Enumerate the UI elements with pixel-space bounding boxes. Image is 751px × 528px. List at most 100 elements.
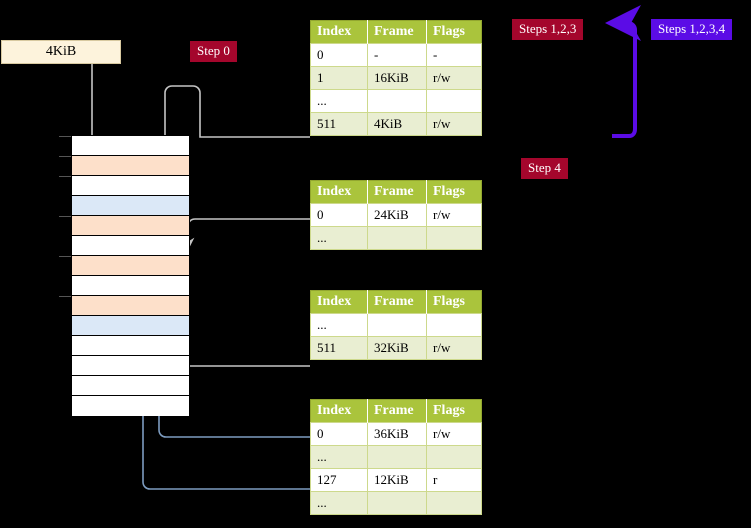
- memory-column: [71, 135, 190, 416]
- table-row: 1 16KiB r/w: [310, 66, 482, 90]
- cell-index: 127: [310, 468, 368, 492]
- cell-frame: [367, 491, 427, 515]
- pd-table: Index Frame Flags ... 511 32KiB r/w: [310, 290, 482, 360]
- memory-row: [72, 316, 189, 336]
- table-row: ...: [310, 313, 482, 337]
- badge-step4: Step 4: [521, 158, 568, 179]
- cell-index: 0: [310, 422, 368, 446]
- cell-frame: -: [367, 43, 427, 67]
- cell-index: 511: [310, 112, 368, 136]
- table-row: 0 36KiB r/w: [310, 422, 482, 446]
- column-header-frame: Frame: [367, 399, 427, 423]
- table-row: ...: [310, 445, 482, 469]
- pml4-table: Index Frame Flags 0 - - 1 16KiB r/w ...: [310, 20, 482, 136]
- cell-frame: 16KiB: [367, 66, 427, 90]
- cell-flags: r/w: [426, 422, 482, 446]
- wire-pd-511-to-memory: [176, 309, 310, 367]
- memory-row: [72, 336, 189, 356]
- memory-tick: [59, 296, 71, 297]
- badge-step0: Step 0: [190, 41, 237, 62]
- table-row: ...: [310, 491, 482, 515]
- cell-frame: [367, 313, 427, 337]
- cell-flags: [426, 89, 482, 113]
- cell-frame: [367, 89, 427, 113]
- column-header-index: Index: [310, 180, 368, 204]
- pdpt-table: Index Frame Flags 0 24KiB r/w ...: [310, 180, 482, 250]
- column-header-frame: Frame: [367, 290, 427, 314]
- cell-flags: r: [426, 468, 482, 492]
- cell-flags: r/w: [426, 203, 482, 227]
- column-header-flags: Flags: [426, 399, 482, 423]
- memory-row: [72, 356, 189, 376]
- memory-block-4kib: 4KiB: [1, 40, 121, 64]
- cell-index: 511: [310, 336, 368, 360]
- table-header-row: Index Frame Flags: [310, 20, 482, 44]
- cell-flags: [426, 226, 482, 250]
- column-header-flags: Flags: [426, 20, 482, 44]
- table-row: ...: [310, 226, 482, 250]
- memory-tick: [59, 136, 71, 137]
- column-header-index: Index: [310, 399, 368, 423]
- memory-row: [72, 216, 189, 236]
- pt-table: Index Frame Flags 0 36KiB r/w ... 127 12…: [310, 399, 482, 515]
- memory-row: [72, 376, 189, 396]
- badge-steps-1234-label: Steps 1,2,3,4: [658, 21, 726, 36]
- table-row: 127 12KiB r: [310, 468, 482, 492]
- cell-index: 0: [310, 43, 368, 67]
- cell-index: 1: [310, 66, 368, 90]
- column-header-frame: Frame: [367, 180, 427, 204]
- cell-flags: [426, 313, 482, 337]
- column-header-index: Index: [310, 290, 368, 314]
- cell-flags: r/w: [426, 66, 482, 90]
- memory-tick: [59, 256, 71, 257]
- memory-tick: [59, 156, 71, 157]
- cell-flags: r/w: [426, 112, 482, 136]
- cell-index: ...: [310, 445, 368, 469]
- memory-tick: [59, 216, 71, 217]
- cell-frame: 4KiB: [367, 112, 427, 136]
- badge-steps-123: Steps 1,2,3: [512, 19, 584, 40]
- table-row: 0 24KiB r/w: [310, 203, 482, 227]
- table-row: 511 4KiB r/w: [310, 112, 482, 136]
- table-header-row: Index Frame Flags: [310, 399, 482, 423]
- table-row: 511 32KiB r/w: [310, 336, 482, 360]
- memory-tick: [59, 176, 71, 177]
- badge-step4-label: Step 4: [528, 160, 561, 175]
- table-header-row: Index Frame Flags: [310, 290, 482, 314]
- cell-frame: 32KiB: [367, 336, 427, 360]
- column-header-index: Index: [310, 20, 368, 44]
- cell-frame: 12KiB: [367, 468, 427, 492]
- cell-index: ...: [310, 89, 368, 113]
- cell-frame: [367, 445, 427, 469]
- memory-block-label: 4KiB: [45, 44, 77, 59]
- table-row: 0 - -: [310, 43, 482, 67]
- table-header-row: Index Frame Flags: [310, 180, 482, 204]
- cell-index: ...: [310, 226, 368, 250]
- memory-row: [72, 196, 189, 216]
- cell-flags: -: [426, 43, 482, 67]
- badge-steps-123-label: Steps 1,2,3: [519, 21, 577, 36]
- memory-row: [72, 156, 189, 176]
- badge-step0-label: Step 0: [197, 43, 230, 58]
- memory-row: [72, 276, 189, 296]
- cell-flags: [426, 445, 482, 469]
- column-header-frame: Frame: [367, 20, 427, 44]
- wire-pdpt-0-to-memory: [181, 218, 310, 251]
- purple-loop-arrow: [605, 5, 641, 138]
- cell-index: ...: [310, 313, 368, 337]
- cell-frame: 36KiB: [367, 422, 427, 446]
- badge-steps-1234: Steps 1,2,3,4: [651, 19, 733, 40]
- memory-row: [72, 136, 189, 156]
- cell-frame: 24KiB: [367, 203, 427, 227]
- cell-index: 0: [310, 203, 368, 227]
- memory-row: [72, 176, 189, 196]
- memory-row: [72, 296, 189, 316]
- table-row: ...: [310, 89, 482, 113]
- cell-index: ...: [310, 491, 368, 515]
- cell-flags: [426, 491, 482, 515]
- cell-flags: r/w: [426, 336, 482, 360]
- cell-frame: [367, 226, 427, 250]
- memory-row: [72, 396, 189, 416]
- column-header-flags: Flags: [426, 290, 482, 314]
